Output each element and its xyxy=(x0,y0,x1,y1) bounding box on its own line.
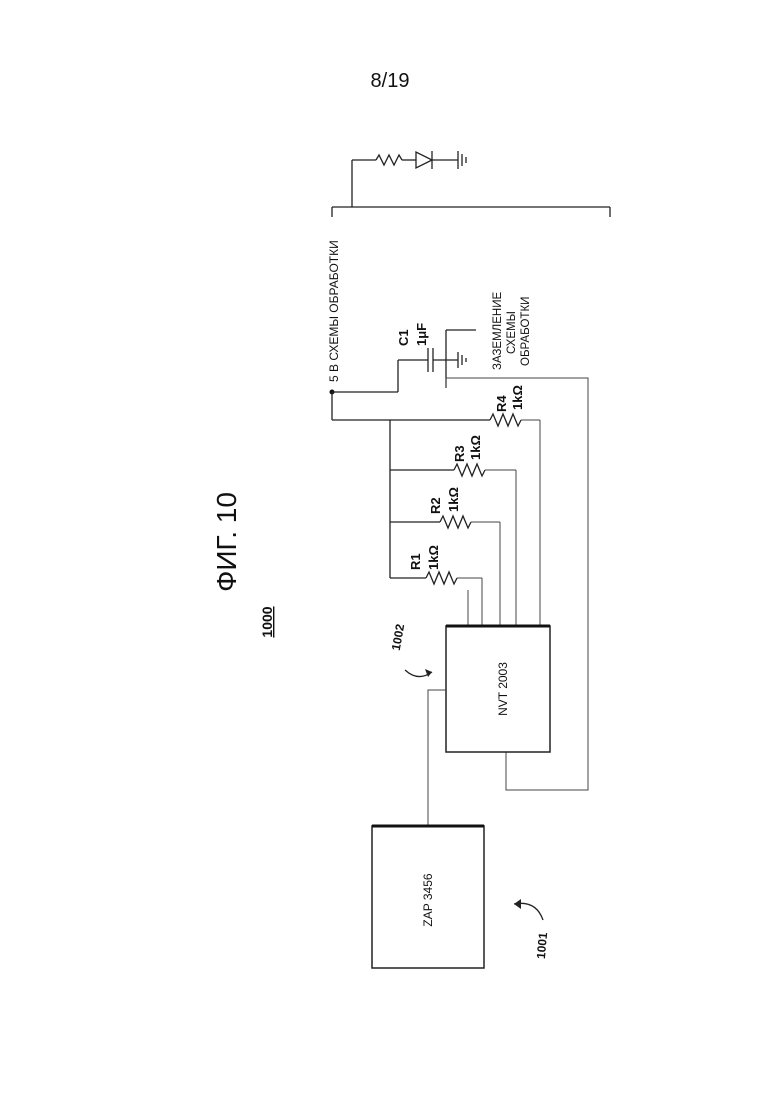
r2-value: 1kΩ xyxy=(446,487,461,512)
resistor-r2: R2 1kΩ xyxy=(390,487,500,626)
ground-label-line3: ОБРАБОТКИ xyxy=(520,297,532,366)
nvt-2003-ref: 1002 xyxy=(389,623,407,652)
nvt-zap-wire xyxy=(428,690,446,826)
r3-name: R3 xyxy=(452,445,467,462)
resistor-r3: R3 1kΩ xyxy=(390,435,516,626)
led-resistor xyxy=(376,155,402,165)
r1-name: R1 xyxy=(408,553,423,570)
r3-value: 1kΩ xyxy=(468,435,483,460)
r4-zigzag xyxy=(490,414,521,426)
nvt-2003-chip: NVT 2003 1002 xyxy=(389,623,550,752)
led-indicator xyxy=(332,151,610,217)
arrow-head-icon xyxy=(514,899,521,909)
r4-value: 1kΩ xyxy=(510,385,525,410)
resistor-r1: R1 1kΩ xyxy=(390,545,482,626)
ground-label-line2: СХЕМЫ xyxy=(506,311,518,354)
supply-label: 5 В СХЕМЫ ОБРАБОТКИ xyxy=(327,240,341,382)
ground-label-line1: ЗАЗЕМЛЕНИЕ xyxy=(492,292,504,370)
r2-zigzag xyxy=(440,516,471,528)
nvt-2003-label: NVT 2003 xyxy=(496,662,510,716)
zap-3456-chip: ZAP 3456 1001 xyxy=(372,826,550,968)
r1-value: 1kΩ xyxy=(426,545,441,570)
r3-zigzag xyxy=(454,464,485,476)
zap-3456-label: ZAP 3456 xyxy=(421,873,435,926)
r4-name: R4 xyxy=(494,395,509,412)
c1-value: 1μF xyxy=(414,323,429,346)
resistor-r4: R4 1kΩ xyxy=(490,385,540,626)
c1-name: C1 xyxy=(396,329,411,346)
r1-zigzag xyxy=(426,572,457,584)
figure-ref: 1000 xyxy=(259,606,275,637)
zap-3456-ref: 1001 xyxy=(534,931,550,959)
diode-icon xyxy=(416,152,432,168)
figure-title: ФИГ. 10 xyxy=(211,492,242,592)
r2-name: R2 xyxy=(428,497,443,514)
